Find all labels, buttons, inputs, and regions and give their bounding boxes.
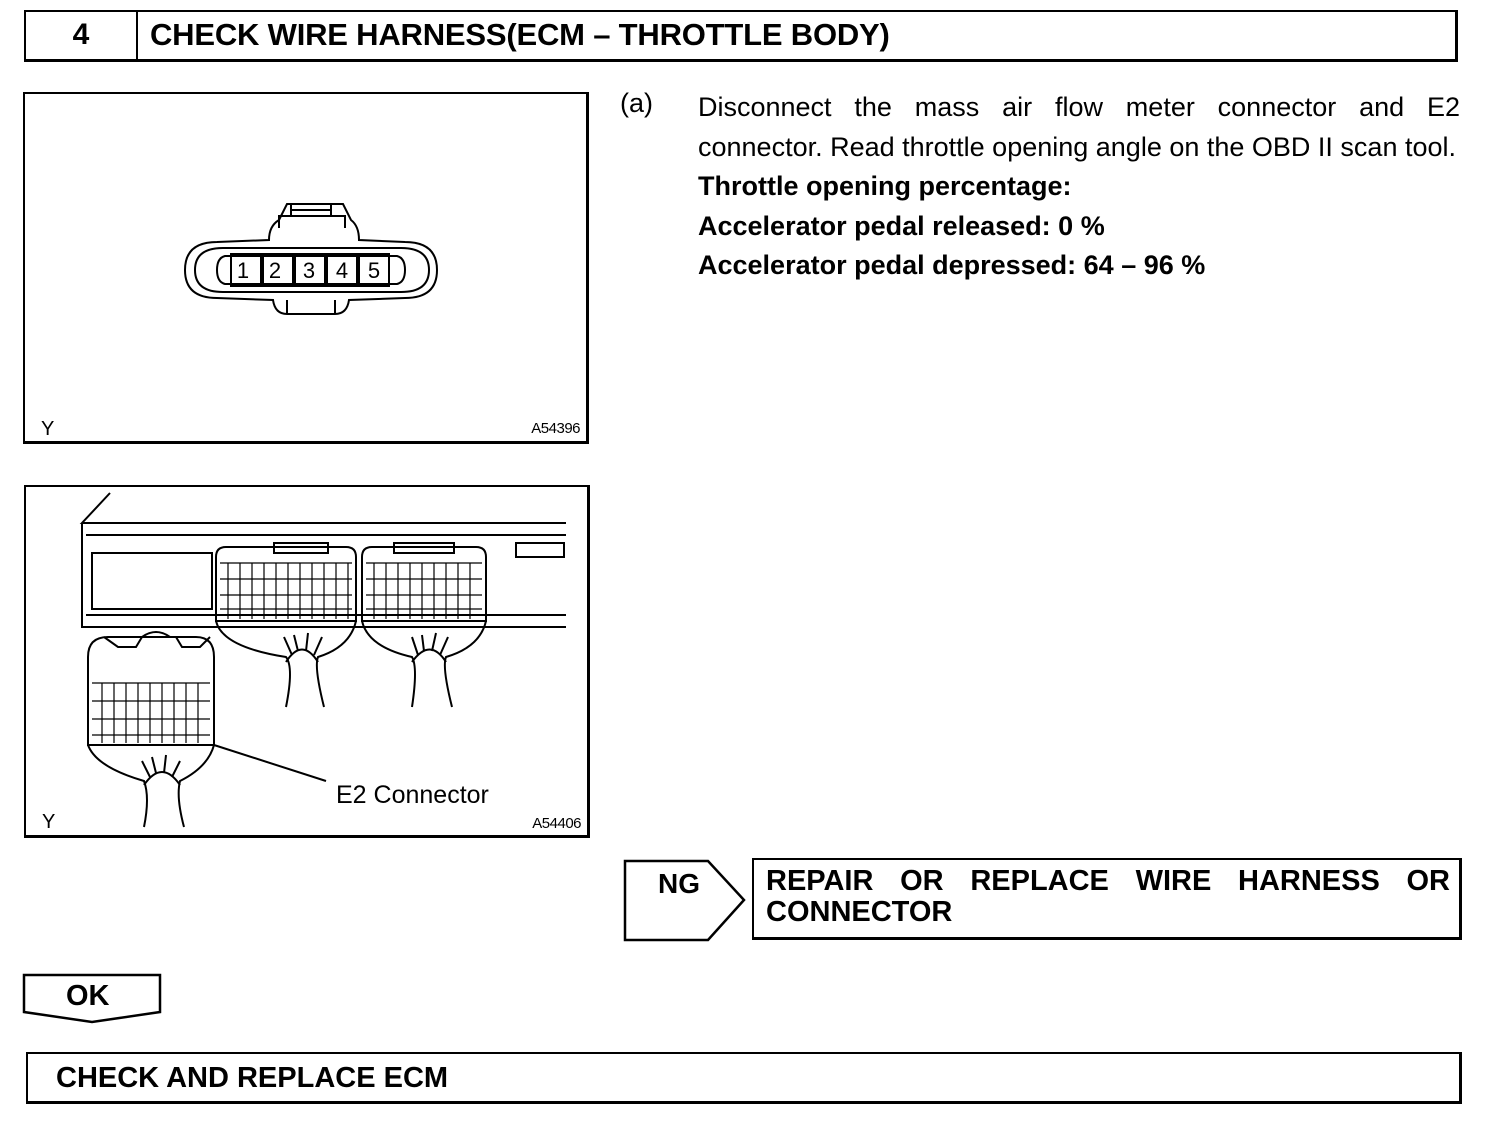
ok-arrow-icon — [22, 973, 162, 1024]
ecm-drawing: E2 Connector — [79, 492, 566, 828]
spec-released: Accelerator pedal released: 0 % — [698, 210, 1105, 241]
final-step-box — [26, 1052, 1462, 1104]
pin-3: 3 — [303, 258, 315, 283]
pin-5: 5 — [368, 258, 380, 283]
ok-label: OK — [66, 980, 110, 1012]
substep-label: (a) — [620, 88, 653, 118]
pin-2: 2 — [269, 258, 281, 283]
connector-drawing: 1 2 3 4 5 — [183, 203, 439, 315]
instruction-block: Disconnect the mass air flow meter conne… — [698, 88, 1460, 286]
figure2-code: A54406 — [532, 815, 581, 832]
e2-connector-callout: E2 Connector — [336, 781, 489, 809]
ng-action-line2: CONNECTOR — [766, 896, 953, 928]
spec-title: Throttle opening percentage: — [698, 171, 1072, 201]
step-title: CHECK WIRE HARNESS(ECM – THROTTLE BODY) — [150, 17, 890, 52]
step-divider — [136, 10, 138, 60]
figure1-code: A54396 — [531, 420, 580, 437]
step-number: 4 — [72, 18, 90, 51]
figure-throttle-connector: 1 2 3 4 5 Y A54396 — [23, 92, 589, 444]
spec-depressed: Accelerator pedal depressed: 64 – 96 % — [698, 250, 1206, 280]
figure2-corner-label: Y — [42, 811, 56, 833]
ng-label: NG — [658, 868, 700, 899]
ng-action-line1: REPAIR OR REPLACE WIRE HARNESS OR — [766, 865, 1450, 897]
step-header — [24, 10, 1458, 62]
pin-4: 4 — [336, 258, 348, 283]
figure-ecm-connectors: E2 Connector Y A54406 — [24, 485, 590, 838]
figure1-corner-label: Y — [41, 418, 55, 440]
ng-arrow-icon — [623, 859, 746, 942]
pin-1: 1 — [237, 258, 249, 283]
ng-action-box — [752, 858, 1462, 940]
ng-action-text: REPAIR OR REPLACE WIRE HARNESS OR CONNEC… — [766, 866, 1450, 928]
instruction-text: Disconnect the mass air flow meter conne… — [698, 92, 1460, 162]
final-step-text: CHECK AND REPLACE ECM — [56, 1061, 449, 1094]
